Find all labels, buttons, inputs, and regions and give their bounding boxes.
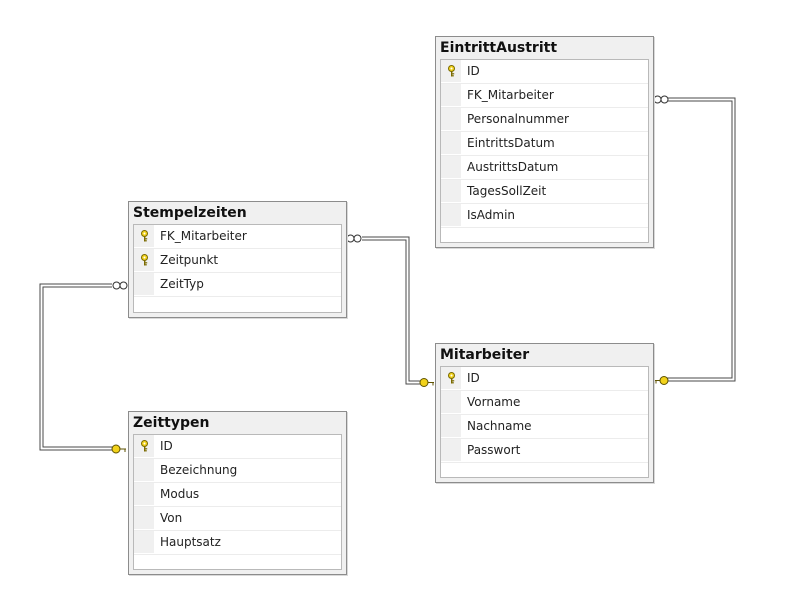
column-row[interactable]: ID xyxy=(134,435,341,459)
table-title[interactable]: Stempelzeiten xyxy=(133,205,247,221)
row-selector xyxy=(441,439,461,461)
column-row[interactable]: FK_Mitarbeiter xyxy=(134,225,341,249)
column-name: Modus xyxy=(160,487,200,501)
infinity-icon xyxy=(346,234,362,243)
column-row[interactable]: Zeitpunkt xyxy=(134,249,341,273)
row-selector xyxy=(134,459,154,481)
column-name: ID xyxy=(160,439,173,453)
column-name: EintrittsDatum xyxy=(467,136,555,150)
row-selector xyxy=(134,225,154,247)
column-name: Vorname xyxy=(467,395,521,409)
relationship-stempel-zeittypen[interactable] xyxy=(39,281,128,454)
column-row[interactable]: EintrittsDatum xyxy=(441,132,648,156)
column-row[interactable]: Bezeichnung xyxy=(134,459,341,483)
infinity-icon xyxy=(653,95,669,104)
column-row[interactable]: Vorname xyxy=(441,391,648,415)
column-row[interactable]: Von xyxy=(134,507,341,531)
column-name: FK_Mitarbeiter xyxy=(467,88,554,102)
column-name: Passwort xyxy=(467,443,521,457)
key-endpoint-icon xyxy=(419,378,434,387)
column-row[interactable]: IsAdmin xyxy=(441,204,648,228)
key-endpoint-icon xyxy=(111,444,126,454)
row-selector xyxy=(134,435,154,457)
column-row[interactable]: Passwort xyxy=(441,439,648,463)
column-name: IsAdmin xyxy=(467,208,516,222)
row-selector xyxy=(441,367,461,389)
column-name: TagesSollZeit xyxy=(467,184,547,198)
column-name: AustrittsDatum xyxy=(467,160,559,174)
row-selector xyxy=(441,60,461,82)
column-name: Hauptsatz xyxy=(160,535,221,549)
row-selector xyxy=(441,156,461,178)
row-selector xyxy=(441,415,461,437)
column-name: FK_Mitarbeiter xyxy=(160,229,247,243)
table-title[interactable]: Zeittypen xyxy=(133,415,210,431)
row-selector xyxy=(441,180,461,202)
row-selector xyxy=(441,391,461,413)
row-selector xyxy=(134,507,154,529)
row-selector xyxy=(134,531,154,553)
column-row[interactable]: Nachname xyxy=(441,415,648,439)
column-row[interactable]: ID xyxy=(441,60,648,84)
row-selector xyxy=(441,204,461,226)
column-row[interactable]: ID xyxy=(441,367,648,391)
column-name: Personalnummer xyxy=(467,112,569,126)
infinity-icon xyxy=(112,281,128,290)
key-endpoint-icon xyxy=(655,376,669,385)
relationship-eintritt-mitarbeiter[interactable] xyxy=(653,95,736,385)
row-selector xyxy=(134,273,154,295)
column-name: Nachname xyxy=(467,419,532,433)
column-row[interactable]: Hauptsatz xyxy=(134,531,341,555)
column-row[interactable]: Personalnummer xyxy=(441,108,648,132)
row-selector xyxy=(441,132,461,154)
column-row[interactable]: AustrittsDatum xyxy=(441,156,648,180)
column-row[interactable]: TagesSollZeit xyxy=(441,180,648,204)
column-name: ZeitTyp xyxy=(160,277,204,291)
column-row[interactable]: Modus xyxy=(134,483,341,507)
column-row[interactable]: FK_Mitarbeiter xyxy=(441,84,648,108)
table-title[interactable]: EintrittAustritt xyxy=(440,40,558,56)
column-name: Zeitpunkt xyxy=(160,253,219,267)
column-name: ID xyxy=(467,64,480,78)
column-name: Bezeichnung xyxy=(160,463,238,477)
column-name: Von xyxy=(160,511,183,525)
row-selector xyxy=(441,108,461,130)
relationship-stempel-mitarbeiter[interactable] xyxy=(346,234,434,387)
column-row[interactable]: ZeitTyp xyxy=(134,273,341,297)
column-name: ID xyxy=(467,371,480,385)
row-selector xyxy=(134,249,154,271)
row-selector xyxy=(441,84,461,106)
table-title[interactable]: Mitarbeiter xyxy=(440,347,530,363)
row-selector xyxy=(134,483,154,505)
